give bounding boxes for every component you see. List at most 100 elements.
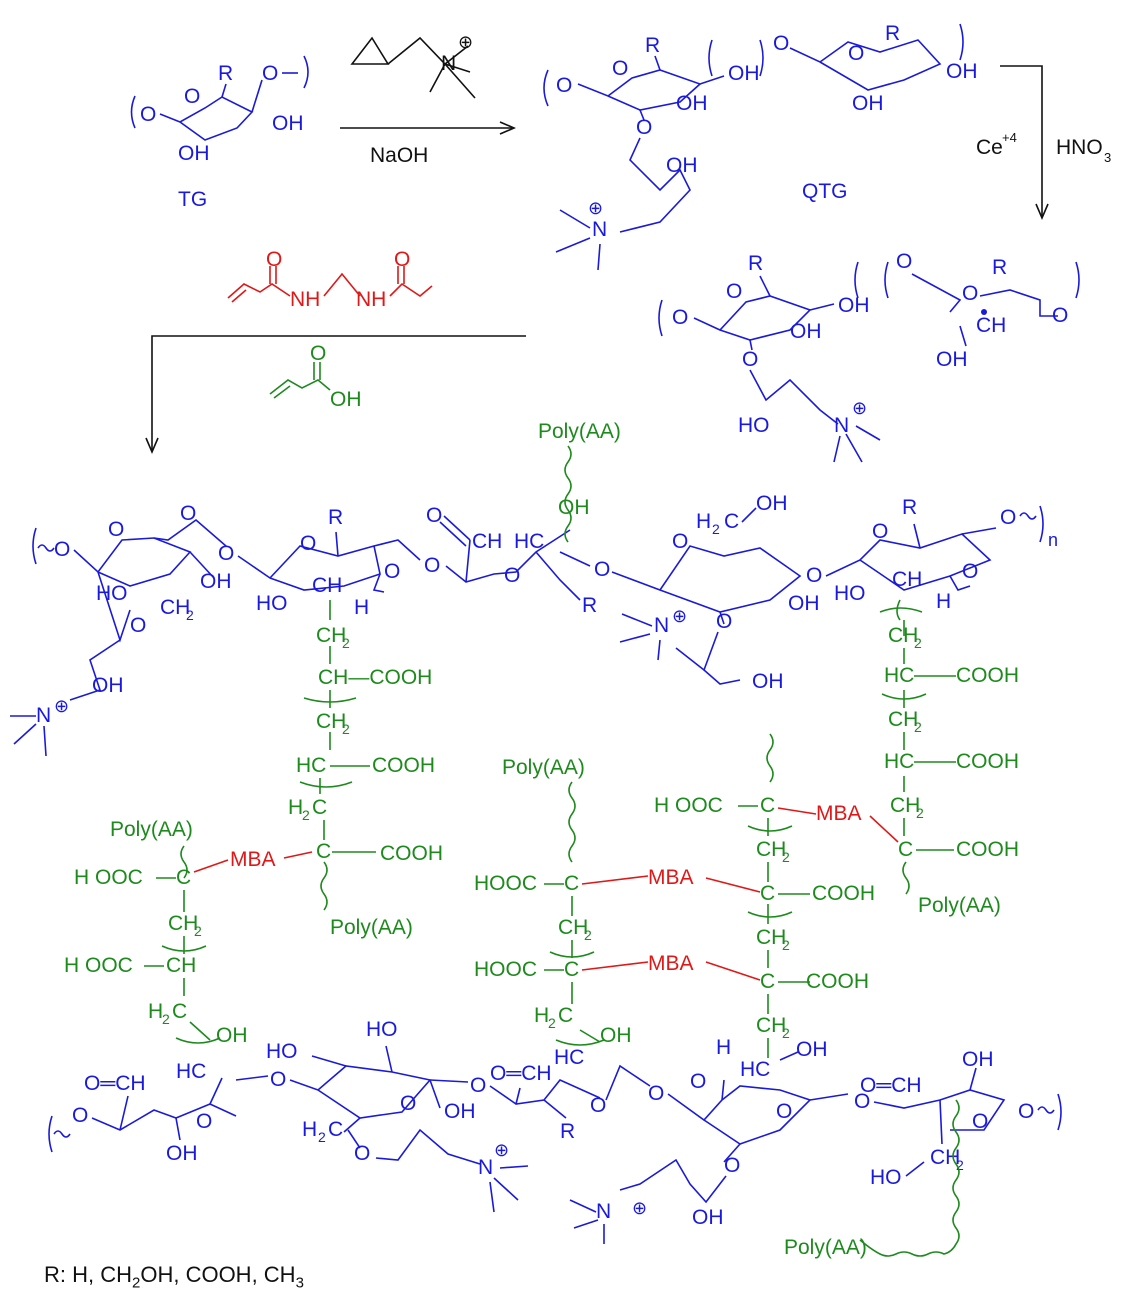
nb-n-1: N [478, 1156, 493, 1179]
nb-o-7: O [590, 1094, 606, 1117]
net-o-11: O [672, 530, 688, 553]
pg-oh-3: OH [796, 1038, 828, 1061]
mba-nh-2: NH [356, 288, 386, 311]
net-o-13: O [716, 610, 732, 633]
net-ch-3: CH [892, 568, 922, 591]
rad-aldehyde-o: O [1052, 304, 1068, 327]
pg-cooh-1: COOH [372, 754, 435, 777]
nb-c-link: C [328, 1118, 343, 1141]
radical-dot [981, 309, 987, 315]
poly-aa-2: Poly(AA) [110, 818, 193, 841]
pg-ch2-3: CH [168, 912, 198, 935]
nb-ch2-sub: 2 [956, 1157, 964, 1173]
network-top-backbone: O O HO O OH O O R O O H CH HO O O CH HC … [10, 492, 1058, 757]
pg-cooh-2: COOH [380, 842, 443, 865]
mba-molecule: O NH NH O [227, 248, 433, 311]
network-bottom-backbone: O O═CH OH O HC O HO HO O OH H 2 C O N ⊕ … [48, 1018, 1062, 1259]
aa-o: O [310, 342, 326, 365]
qtg-r-2: R [885, 22, 900, 45]
net-h2c-sub: 2 [712, 521, 720, 537]
rad-oh-1: OH [838, 294, 870, 317]
poly-aa-1: Poly(AA) [330, 916, 413, 939]
pg-c-3: C [564, 872, 579, 895]
net-r-3: R [902, 496, 917, 519]
pg-h2c-3-sub: 2 [548, 1015, 556, 1031]
net-r-1: R [328, 506, 343, 529]
pg-ch2-5: CH [756, 838, 786, 861]
pg-c-5: C [760, 794, 775, 817]
nb-o-ch-1: O═CH [84, 1072, 146, 1095]
net-ch-1: CH [312, 574, 342, 597]
pg-hooc-2: HOOC [474, 958, 537, 981]
nb-o-14: O [1018, 1100, 1034, 1123]
pg-c-link-1: C [312, 796, 327, 819]
net-h2c: H [696, 510, 711, 533]
pg-hc-2: HC [740, 1058, 770, 1081]
nb-o-ch-3: O═CH [860, 1074, 922, 1097]
pg-cooh-6: COOH [956, 750, 1019, 773]
rad-ch: CH [976, 314, 1006, 337]
nb-ho-2: HO [366, 1018, 398, 1041]
nb-ho-3: HO [870, 1166, 902, 1189]
nb-ch2: CH [930, 1146, 960, 1169]
nb-o-10: O [776, 1100, 792, 1123]
legend-prefix: R: H, CH [44, 1262, 132, 1287]
net-ho-2: HO [256, 592, 288, 615]
pg-ch-cooh-1: CH—COOH [318, 666, 432, 689]
tg-oh-1: OH [178, 142, 210, 165]
nb-o-12: O [854, 1090, 870, 1113]
nb-cation-1: ⊕ [494, 1140, 509, 1160]
net-oh-2: OH [788, 592, 820, 615]
pg-ch2-2: CH [316, 710, 346, 733]
nb-n-2: N [596, 1200, 611, 1223]
net-o-3: O [180, 502, 196, 525]
pg-h2c-1: H [288, 796, 303, 819]
pg-ch2-9: CH [888, 708, 918, 731]
qtg-oh-3: OH [946, 60, 978, 83]
qtg-o-left: O [556, 74, 572, 97]
tg-label: TG [178, 188, 207, 211]
step3-arrow [145, 335, 526, 455]
net-o-5: O [300, 532, 316, 555]
net-oh-g-1: OH [558, 496, 590, 519]
qtg-oh-1: OH [728, 62, 760, 85]
step1-condition: NaOH [370, 144, 428, 167]
pg-c-7: C [760, 970, 775, 993]
nb-r-1: R [560, 1120, 575, 1143]
net-o-1: O [54, 538, 70, 561]
nb-o-6: O [470, 1074, 486, 1097]
pg-ch2-7-sub: 2 [782, 1025, 790, 1041]
nb-o-5: O [354, 1142, 370, 1165]
qtg-structure: O O R OH OH O O R OH OH O OH N ⊕ QTG [543, 22, 978, 271]
nb-hc-2: HC [554, 1046, 584, 1069]
step2-arrow: Ce +4 HNO 3 [976, 65, 1111, 221]
pg-c-8: C [898, 838, 913, 861]
rad-o-2: O [726, 280, 742, 303]
net-oh-3: OH [756, 492, 788, 515]
rad-r: R [748, 252, 763, 275]
rad-n: N [834, 414, 849, 437]
pg-hc-1: HC [296, 754, 326, 777]
tg-structure: O O R O OH OH TG [130, 55, 309, 211]
rad-o-5: O [742, 348, 758, 371]
nb-o-11: O [724, 1154, 740, 1177]
pg-ch-2: CH [166, 954, 196, 977]
pg-ch2-6: CH [756, 926, 786, 949]
net-n-2: N [36, 704, 51, 727]
tg-o-left: O [140, 103, 156, 126]
net-c-link: C [724, 510, 739, 533]
nb-cation-2: ⊕ [632, 1198, 647, 1218]
rad-ho: HO [738, 414, 770, 437]
pg-c-link-3: C [558, 1004, 573, 1027]
mba-nh-1: NH [290, 288, 320, 311]
net-cation-1: ⊕ [672, 606, 687, 626]
gtmac-n: N [441, 52, 456, 75]
mba-link-3: MBA [648, 952, 694, 975]
qtg-o-glyc: O [636, 116, 652, 139]
pg-h2c-2-sub: 2 [162, 1011, 170, 1027]
pg-ch2-1-sub: 2 [342, 635, 350, 651]
nb-hc-1: HC [176, 1060, 206, 1083]
pg-c-1: C [316, 840, 331, 863]
nb-o-4: O [400, 1092, 416, 1115]
